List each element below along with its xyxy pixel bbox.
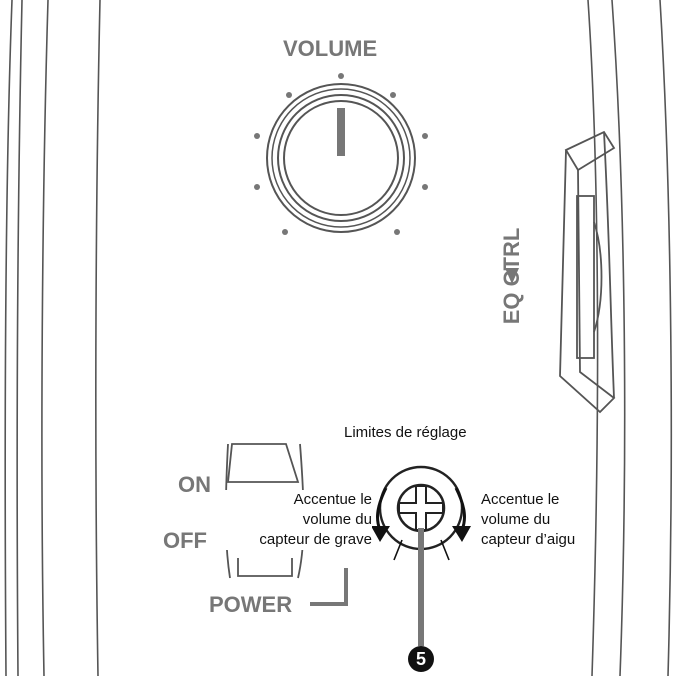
- triangle-right-icon: [505, 268, 519, 284]
- bass-emphasis-callout: Accentue le volume du capteur de grave: [212, 490, 372, 550]
- eq-ctrl-slider-housing: [559, 130, 616, 414]
- treble-callout-line-3: capteur d’aigu: [481, 531, 576, 548]
- treble-callout-line-2: volume du: [481, 511, 551, 528]
- on-label: ON: [178, 472, 211, 497]
- volume-scale-dots: [254, 73, 428, 235]
- left-body-outline: [4, 0, 101, 676]
- marker-leader-line: [418, 528, 424, 646]
- bass-callout-line-2: volume du: [302, 511, 372, 528]
- numbered-marker-circle: [408, 646, 434, 672]
- off-label: OFF: [163, 528, 207, 553]
- adjustment-range-label: Limites de réglage: [344, 424, 467, 441]
- treble-emphasis-callout: Accentue le volume du capteur d’aigu: [481, 490, 631, 550]
- power-leader-line: [310, 568, 348, 606]
- power-label: POWER: [209, 592, 293, 617]
- bass-callout-line-3: capteur de grave: [259, 531, 372, 548]
- marker-number: 5: [415, 649, 426, 669]
- volume-knob-icon: [266, 83, 416, 233]
- rotate-ccw-arrow-icon: [371, 487, 390, 542]
- rotate-cw-arrow-icon: [452, 487, 471, 542]
- volume-label: VOLUME: [283, 36, 378, 61]
- eq-ctrl-label: EQ CTRL: [499, 227, 524, 325]
- treble-callout-line-1: Accentue le: [481, 491, 560, 508]
- right-body-outline: [587, 0, 673, 676]
- range-limit-ticks: [393, 539, 450, 561]
- bass-callout-line-1: Accentue le: [293, 491, 372, 508]
